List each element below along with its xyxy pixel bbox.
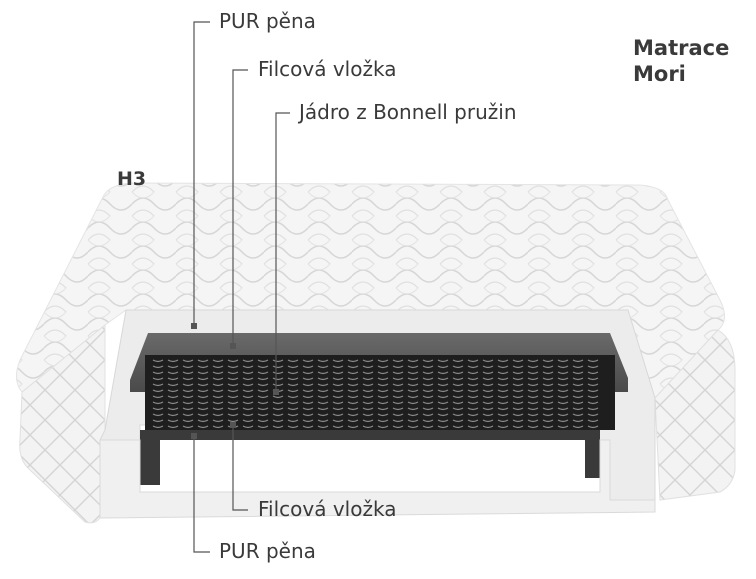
- label-pur-foam-bottom: PUR pěna: [219, 539, 316, 563]
- spring-coil: [317, 359, 329, 429]
- spring-coil: [407, 359, 419, 429]
- felt-layer-bottom: [140, 430, 600, 485]
- label-bonnell-core: Jádro z Bonnell pružin: [299, 100, 517, 124]
- spring-coil: [557, 359, 569, 429]
- spring-coil: [302, 359, 314, 429]
- spring-coil: [497, 359, 509, 429]
- spring-coil: [182, 359, 194, 429]
- spring-coil: [377, 359, 389, 429]
- spring-coil: [167, 359, 179, 429]
- spring-coil: [242, 359, 254, 429]
- spring-coil: [437, 359, 449, 429]
- label-felt-top: Filcová vložka: [258, 57, 397, 81]
- spring-coil: [197, 359, 209, 429]
- spring-coil: [212, 359, 224, 429]
- spring-coil: [572, 359, 584, 429]
- leader-top-1: [193, 21, 210, 326]
- label-felt-bottom: Filcová vložka: [258, 497, 397, 521]
- spring-coil: [362, 359, 374, 429]
- leader-top-2: [232, 69, 248, 346]
- spring-coil: [482, 359, 494, 429]
- spring-coil: [392, 359, 404, 429]
- label-pur-foam-top: PUR pěna: [219, 9, 316, 33]
- product-title-line1: Matrace: [633, 36, 730, 60]
- spring-coil: [542, 359, 554, 429]
- spring-coil: [227, 359, 239, 429]
- product-title: Matrace Mori: [633, 35, 729, 88]
- product-title-line2: Mori: [633, 62, 686, 87]
- spring-coil: [332, 359, 344, 429]
- firmness-badge: H3: [117, 168, 147, 190]
- spring-coil: [287, 359, 299, 429]
- mattress-right-side: [654, 329, 736, 501]
- leader-bottom-1: [232, 425, 248, 511]
- spring-coil: [587, 359, 599, 429]
- spring-coil: [422, 359, 434, 429]
- leader-lines: [193, 21, 290, 553]
- spring-coil: [527, 359, 539, 429]
- spring-coil: [152, 359, 164, 429]
- spring-coil: [467, 359, 479, 429]
- spring-coil: [452, 359, 464, 429]
- leader-bottom-2: [193, 436, 210, 553]
- spring-coil: [347, 359, 359, 429]
- leader-dots: [191, 323, 279, 439]
- spring-coil: [512, 359, 524, 429]
- foam-layer-bottom: [99, 439, 656, 519]
- leader-top-3: [275, 112, 290, 392]
- spring-coil: [257, 359, 269, 429]
